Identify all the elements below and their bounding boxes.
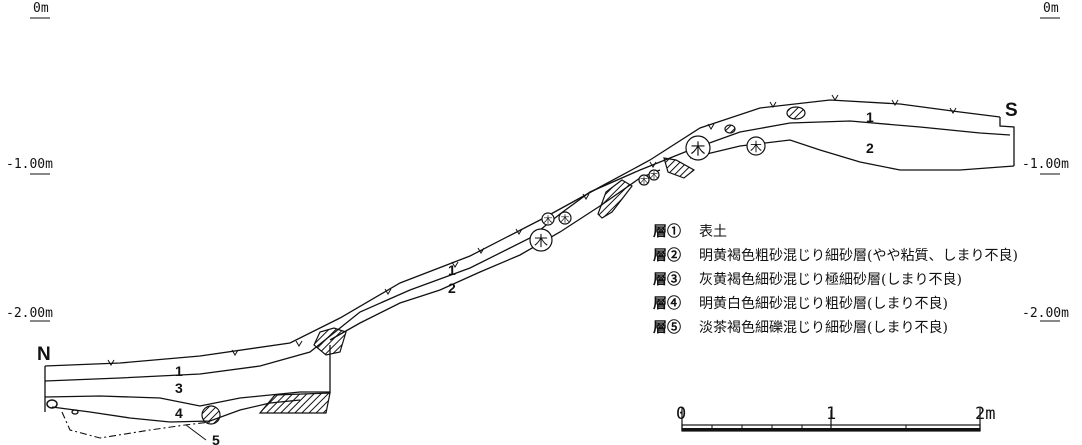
layer-number: 1 [448,262,456,278]
layer3-bottom-line [44,345,331,407]
right-wall [999,117,1015,166]
base-line [61,411,211,439]
tree-root-label: 木 [534,234,548,250]
tree-root-mark [648,169,660,181]
south-marker: S [1005,100,1018,121]
depth-label-0m-left: 0m [33,1,49,16]
scale-bar [681,408,981,432]
layer-number: 5 [212,432,220,445]
depth-label-1m-right: -1.00m [1022,157,1069,172]
layer-number: 1 [175,363,183,379]
depth-label-2m-right: -2.00m [1022,306,1069,321]
tree-root-label: 木 [750,140,762,154]
stone [786,106,806,120]
surface-marks [107,94,957,366]
layer-number: 1 [866,109,874,125]
tree-root-mark [746,136,766,156]
tree-root-label: 木 [690,140,705,158]
layer-number: 2 [448,280,456,296]
ground-surface-line [44,99,1001,367]
tree-root-label: 木 [650,170,658,180]
north-marker: N [37,344,51,365]
layer2-bottom-line [689,139,1015,171]
tree-root-label: 木 [543,214,552,226]
depth-label-2m-left: -2.00m [6,306,53,321]
stone [313,327,347,356]
stone [201,405,221,425]
layer-number: 3 [175,380,183,396]
stone [597,179,633,219]
stones [201,106,806,425]
depth-label-0m-right: 0m [1043,1,1059,16]
tree-roots [529,135,766,252]
layer-number: 2 [866,140,874,156]
scale-label-1: 1 [826,404,837,424]
layer-number: 4 [175,405,183,421]
tree-root-mark [529,228,553,252]
tree-root-label: 木 [560,213,569,225]
tree-root-mark [638,174,650,186]
stone [258,392,331,414]
tree-root-mark [558,211,572,225]
layer4-bottom-line [51,399,301,423]
scale-label-2m: 2m [975,404,996,424]
stone [663,157,696,179]
tree-root-mark [685,135,711,161]
depth-label-1m-left: -1.00m [6,157,53,172]
tree-root-label: 木 [640,175,648,185]
scale-label-0: 0 [676,404,687,424]
layer5-leader [185,424,207,441]
stone [724,124,736,134]
tree-root-mark [541,212,555,226]
